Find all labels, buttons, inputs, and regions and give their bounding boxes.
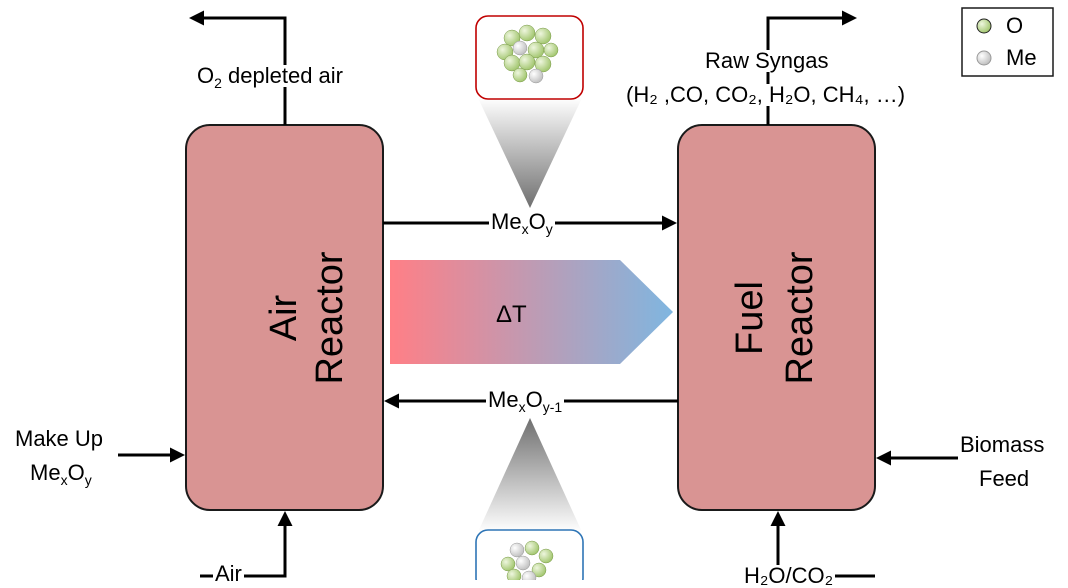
o2-depleted-air-arrow (189, 10, 287, 125)
fuel-reactor-label-2: Reactor (779, 251, 821, 385)
legend-me-label: Me (1006, 45, 1037, 70)
bottom-funnel (478, 418, 582, 532)
fuel-reactor-box (677, 124, 876, 511)
legend-o-swatch (976, 18, 992, 34)
legend (961, 7, 1054, 77)
delta-t-label: ΔT (496, 301, 527, 328)
fuel-reactor-label: Fuel (729, 281, 771, 355)
top-funnel (478, 98, 582, 208)
oxidized-particle-image (475, 15, 584, 100)
biomass-label-line1: Biomass (960, 432, 1045, 457)
legend-o-label: O (1006, 13, 1024, 38)
raw-syngas-title: Raw Syngas (703, 48, 831, 73)
make-up-label-line1: Make Up (15, 426, 104, 451)
mexoy-1-return-label: MexOy-1 (486, 387, 565, 415)
mexoy-transfer-label: MexOy (489, 209, 555, 237)
delta-t-arrow (390, 260, 673, 364)
air-inlet-label: Air (213, 561, 244, 586)
raw-syngas-components: (H₂ ,CO, CO₂, H₂O, CH₄, …) (624, 82, 908, 107)
o2-depleted-air-label: O2 depleted air (195, 63, 346, 91)
air-reactor-label-2: Reactor (309, 251, 351, 385)
air-reactor-label: Air (263, 294, 305, 342)
steam-inlet-label: H₂O/CO₂ (742, 563, 836, 588)
biomass-label-line2: Feed (979, 466, 1030, 491)
reduced-particle-image (475, 529, 584, 580)
legend-me-swatch (976, 50, 992, 66)
make-up-label-line2: MexOy (30, 460, 92, 488)
